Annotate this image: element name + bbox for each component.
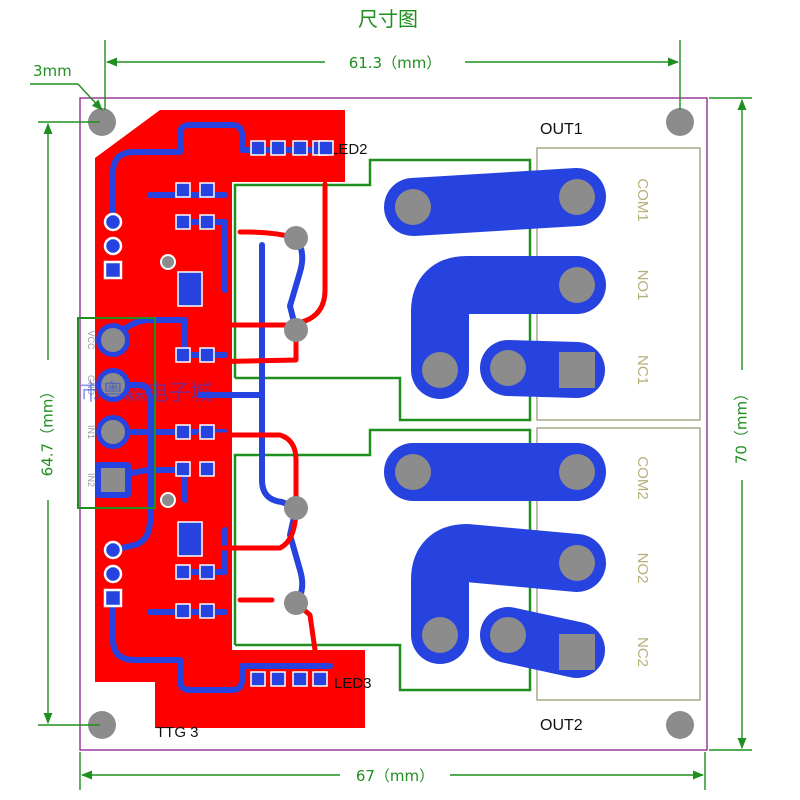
relay2-no-pad-copper <box>411 524 606 664</box>
header-pin-in1 <box>101 420 125 444</box>
blue-trace <box>179 527 228 575</box>
terminal-no2-pad <box>559 545 595 581</box>
transistor-pad <box>177 271 203 307</box>
via-pad <box>160 492 176 508</box>
jumper-pad <box>103 236 123 256</box>
relay1-coil-pad <box>284 226 308 250</box>
transistor-pad <box>177 521 203 557</box>
jumper-pad <box>103 564 123 584</box>
dim-hole-leader-diagonal <box>77 83 103 111</box>
red-trace <box>197 432 299 511</box>
via-pad <box>160 254 176 270</box>
pin-label-nc1: NC1 <box>634 355 651 385</box>
relay2-coil-pad <box>284 591 308 615</box>
smd-pad <box>199 424 215 440</box>
dim-top-label-bg <box>325 52 465 72</box>
mounting-hole-bottom-right <box>666 711 694 739</box>
jumper-pad <box>103 540 123 560</box>
smd-pad <box>270 671 286 687</box>
pin-label-no1: NO1 <box>634 270 651 301</box>
terminal-com1-pad <box>559 179 595 215</box>
out2-label: OUT2 <box>540 717 583 734</box>
smd-pad <box>250 140 266 156</box>
out1-label: OUT1 <box>540 121 583 138</box>
relay2-com-pad <box>395 454 431 490</box>
smd-pad <box>292 140 308 156</box>
terminal-nc2-pad <box>559 634 595 670</box>
smd-pad <box>312 671 328 687</box>
blue-trace <box>110 122 333 218</box>
blue-trace <box>110 597 333 693</box>
dim-bottom-label-bg <box>340 765 450 785</box>
dim-hole-label: 3mm <box>33 62 72 80</box>
relay1-no-pad-copper <box>411 256 606 399</box>
relay2-nc-pad <box>490 617 526 653</box>
board-outline <box>79 97 708 751</box>
header-pin-vcc <box>101 328 125 352</box>
led2-label: LED2 <box>330 141 368 158</box>
smd-pad <box>175 214 191 230</box>
led2-pad <box>318 140 334 156</box>
dim-top-label: 61.3（mm） <box>349 54 442 72</box>
smd-pad <box>270 140 286 156</box>
dim-right-label: 70（mm） <box>733 386 751 464</box>
smd-pad <box>175 182 191 198</box>
dim-bottom-label: 67（mm） <box>356 767 434 785</box>
relay2-outline <box>233 428 532 692</box>
header-pin-in2 <box>101 468 125 492</box>
terminal-com2-pad <box>559 454 595 490</box>
terminal-nc1-pad <box>559 352 595 388</box>
jumper-pad <box>103 588 123 608</box>
jumper-pad <box>103 260 123 280</box>
smd-pad <box>175 424 191 440</box>
mounting-hole-top-right <box>666 108 694 136</box>
relay2-coil-pad <box>284 496 308 520</box>
watermark-text: 市粤森电子城 <box>80 381 212 406</box>
smd-pad <box>292 671 308 687</box>
blue-trace <box>179 219 228 293</box>
header-pin-gnd <box>101 373 125 397</box>
relay2-no-pad <box>422 617 458 653</box>
dim-left-label-bg <box>38 360 58 500</box>
relay1-coil-pad <box>284 318 308 342</box>
jumper-pad <box>103 212 123 232</box>
smd-pad <box>175 564 191 580</box>
terminal-no1-pad <box>559 267 595 303</box>
dim-left-label: 64.7（mm） <box>39 384 57 477</box>
smd-pad <box>199 461 215 477</box>
smd-pad <box>199 214 215 230</box>
pin-label-com1: COM1 <box>634 178 651 221</box>
relay1-outline <box>233 158 532 422</box>
board-label-bottom: TTG 3 <box>156 724 199 741</box>
smd-pad <box>250 671 266 687</box>
mounting-hole-top-left <box>88 108 116 136</box>
blue-trace <box>259 242 299 511</box>
relay1-nc-pad <box>490 350 526 386</box>
input-header-outline <box>77 317 156 509</box>
mounting-hole-bottom-left <box>88 711 116 739</box>
blue-trace <box>110 382 153 553</box>
smd-pad <box>175 461 191 477</box>
pin-label-com2: COM2 <box>634 456 651 499</box>
relay1-com-pad-copper <box>384 168 606 236</box>
relay1-no-pad <box>422 352 458 388</box>
smd-pad <box>175 603 191 619</box>
smd-pad <box>199 564 215 580</box>
led3-label: LED3 <box>334 675 372 692</box>
pin-label-no2: NO2 <box>634 553 651 584</box>
smd-pad <box>199 603 215 619</box>
smd-pad <box>175 347 191 363</box>
header-label-vcc: VCC <box>86 330 96 350</box>
smd-pad <box>199 347 215 363</box>
relay1-com-pad <box>395 189 431 225</box>
drawing-title: 尺寸图 <box>358 7 418 31</box>
blue-trace <box>287 235 306 333</box>
header-label-in2: IN2 <box>86 473 96 487</box>
header-label-in1: IN1 <box>86 425 96 439</box>
header-label-gnd: GND <box>86 375 96 396</box>
smd-pad <box>199 182 215 198</box>
pin-label-nc2: NC2 <box>634 637 651 667</box>
dim-right-label-bg <box>732 370 752 480</box>
